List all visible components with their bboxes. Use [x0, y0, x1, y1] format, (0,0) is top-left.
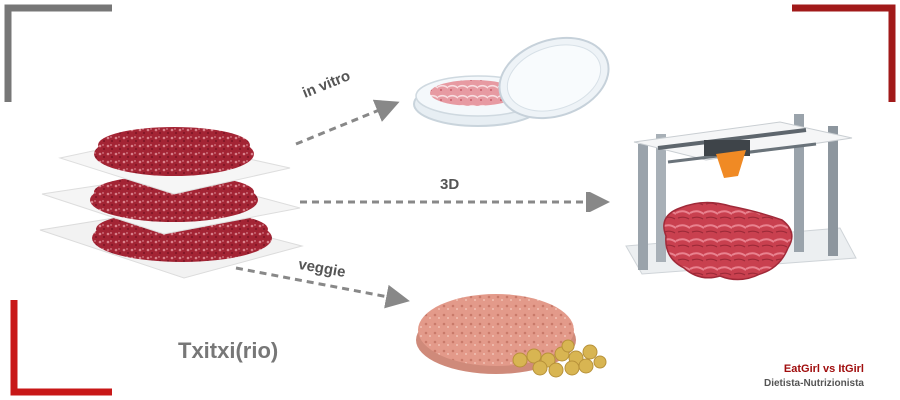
signature-subtitle: Dietista-Nutrizionista: [763, 378, 864, 389]
burger-patties-illustration: [39, 127, 304, 279]
top-right-corner-bracket: [792, 4, 896, 102]
signature-block: EatGirl vs ItGirl Dietista-Nutrizionista: [764, 363, 864, 389]
top-left-corner-bracket: [4, 4, 112, 102]
3d-label: 3D: [440, 176, 460, 193]
page-title: Txitxi(rio): [178, 338, 279, 363]
arrow-veggie: [235, 266, 410, 309]
petri-dish-meat-illustration: [413, 36, 610, 127]
arrow-3d: [300, 192, 610, 212]
signature-brand: EatGirl vs ItGirl: [783, 363, 864, 375]
bottom-left-corner-bracket: [10, 300, 112, 396]
veggie-patty-illustration: [416, 294, 607, 378]
arrow-in-vitro: [295, 99, 400, 146]
3d-printer-meat-illustration: [625, 114, 857, 281]
